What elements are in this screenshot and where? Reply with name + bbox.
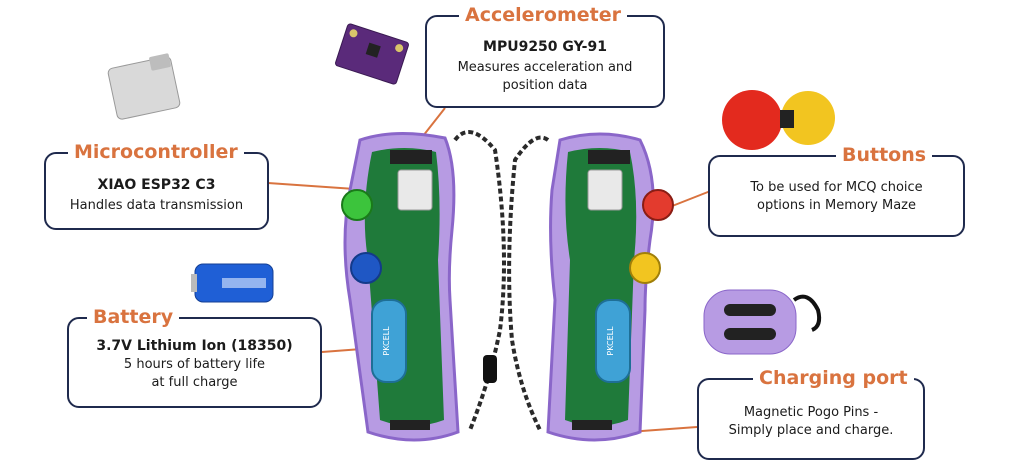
lanyard-clip xyxy=(483,355,497,383)
left-controller: PKCELL xyxy=(341,132,460,442)
charging-port-title: Charging port xyxy=(753,369,914,388)
battery-desc-1: 5 hours of battery life xyxy=(123,357,266,372)
battery-desc-2: at full charge xyxy=(151,375,238,390)
microcontroller-title: Microcontroller xyxy=(68,143,244,162)
mpu-board xyxy=(335,23,409,85)
battery-title: Battery xyxy=(87,308,180,327)
right-controller: PKCELL xyxy=(546,132,674,442)
battery-callout: Battery 3.7V Lithium Ion (18350) 5 hours… xyxy=(67,308,322,408)
charging-dock-image xyxy=(703,289,822,355)
charging-port-desc-1: Magnetic Pogo Pins - xyxy=(743,405,879,420)
microcontroller-callout: Microcontroller XIAO ESP32 C3 Handles da… xyxy=(44,143,269,230)
buttons-image xyxy=(722,90,835,150)
accelerometer-callout: Accelerometer MPU9250 GY-91 Measures acc… xyxy=(425,6,665,108)
buttons-desc-2: options in Memory Maze xyxy=(756,198,916,213)
accelerometer-title: Accelerometer xyxy=(459,6,627,25)
accelerometer-desc-2: position data xyxy=(502,78,588,93)
right-cell-label: PKCELL xyxy=(606,326,615,356)
left-cell-label: PKCELL xyxy=(382,326,391,356)
charging-port-callout: Charging port Magnetic Pogo Pins - Simpl… xyxy=(697,369,925,460)
buttons-callout: Buttons To be used for MCQ choice option… xyxy=(708,146,965,237)
buttons-desc-1: To be used for MCQ choice xyxy=(750,180,923,195)
buttons-title: Buttons xyxy=(836,146,933,165)
lanyard xyxy=(453,130,550,431)
xiao-module xyxy=(107,53,181,120)
accelerometer-desc-1: Measures acceleration and xyxy=(457,60,633,75)
accelerometer-model: MPU9250 GY-91 xyxy=(483,39,607,55)
battery-cell-image xyxy=(191,263,274,303)
battery-model: 3.7V Lithium Ion (18350) xyxy=(96,338,293,354)
microcontroller-model: XIAO ESP32 C3 xyxy=(97,177,216,193)
microcontroller-desc: Handles data transmission xyxy=(69,198,244,213)
charging-port-desc-2: Simply place and charge. xyxy=(728,423,894,438)
